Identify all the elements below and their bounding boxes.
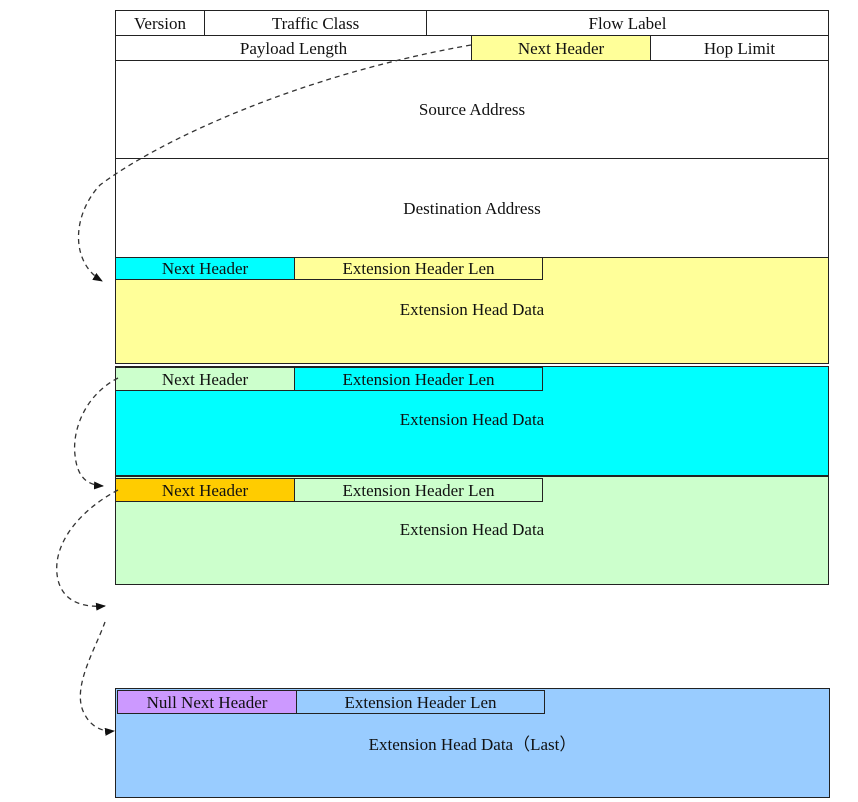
- hop-limit-label: Hop Limit: [703, 38, 776, 58]
- ext3-head-data: Extension Head Data: [399, 520, 545, 539]
- payload-length-label: Payload Length: [239, 38, 348, 58]
- version-field: Version: [115, 10, 205, 36]
- version-label: Version: [134, 13, 186, 33]
- ext3-header-len-field: Extension Header Len: [294, 478, 543, 502]
- ext2-head-data: Extension Head Data: [399, 410, 545, 429]
- ipv6-next-header-label: Next Header: [517, 38, 605, 58]
- flow-label-field: Flow Label: [426, 10, 829, 36]
- ipv6-next-header-field: Next Header: [471, 35, 651, 61]
- ext1-header-len-field: Extension Header Len: [294, 257, 543, 280]
- ext1-next-header-label: Next Header: [161, 259, 249, 278]
- ext3-next-header-field: Next Header: [115, 478, 295, 502]
- source-address-field: Source Address: [115, 60, 829, 159]
- ext4-head-data: Extension Head Data（Last）: [368, 735, 577, 754]
- ext4-null-next-header-field: Null Next Header: [117, 690, 297, 714]
- destination-address-field: Destination Address: [115, 158, 829, 258]
- flow-label-label: Flow Label: [588, 13, 667, 33]
- source-address-label: Source Address: [418, 100, 526, 119]
- ext2-header-len-label: Extension Header Len: [342, 369, 495, 389]
- traffic-class-label: Traffic Class: [271, 13, 360, 33]
- ext1-header-len-label: Extension Header Len: [342, 259, 495, 278]
- ext3-header-len-label: Extension Header Len: [342, 480, 495, 500]
- arrow-ext3-to-last: [79, 621, 115, 736]
- ext4-header-len-field: Extension Header Len: [296, 690, 545, 714]
- arrow-ext1-to-ext2: [73, 377, 119, 490]
- ext2-next-header-label: Next Header: [161, 369, 249, 389]
- ext1-next-header-field: Next Header: [115, 257, 295, 280]
- ext2-next-header-field: Next Header: [115, 367, 295, 391]
- ext3-next-header-label: Next Header: [161, 480, 249, 500]
- arrow-ext2-to-ext3: [56, 489, 119, 611]
- destination-address-label: Destination Address: [403, 198, 541, 218]
- ext1-head-data: Extension Head Data: [399, 300, 545, 319]
- ext4-null-next-header-label: Null Next Header: [146, 692, 268, 712]
- payload-length-field: Payload Length: [115, 35, 472, 61]
- ext4-header-len-label: Extension Header Len: [344, 692, 497, 712]
- ext2-header-len-field: Extension Header Len: [294, 367, 543, 391]
- hop-limit-field: Hop Limit: [650, 35, 829, 61]
- traffic-class-field: Traffic Class: [204, 10, 427, 36]
